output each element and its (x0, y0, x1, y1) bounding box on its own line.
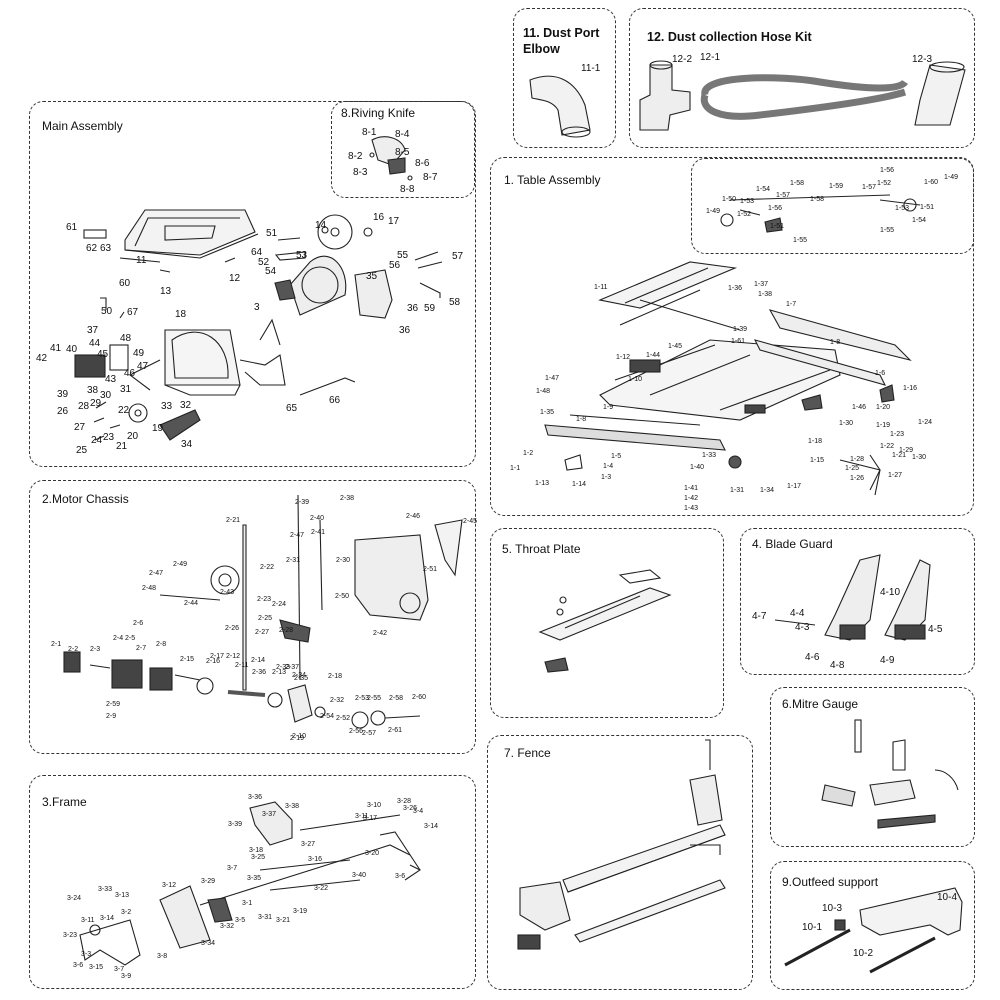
dust-port-title-line2: Elbow (523, 42, 560, 56)
fence-panel (487, 735, 753, 990)
hose-kit-panel (629, 8, 975, 148)
main-assembly-panel (29, 101, 476, 467)
dust-port-panel (513, 8, 616, 148)
throat-plate-panel (490, 528, 724, 718)
dust-port-title-line1: 11. Dust Port (523, 26, 600, 40)
outfeed-panel (770, 861, 975, 990)
main-assembly-title: Main Assembly (42, 119, 123, 133)
fence-title: 7. Fence (504, 746, 551, 760)
outfeed-title: 9.Outfeed support (782, 875, 879, 889)
mitre-gauge-panel (770, 687, 975, 847)
throat-plate-title: 5. Throat Plate (502, 542, 581, 556)
table-assembly-title: 1. Table Assembly (504, 173, 601, 187)
motor-chassis-title: 2.Motor Chassis (42, 492, 129, 506)
frame-title: 3.Frame (42, 795, 87, 809)
blade-guard-panel (740, 528, 975, 675)
riving-knife-title: 8.Riving Knife (341, 106, 416, 120)
riving-knife-panel (331, 101, 475, 198)
frame-panel (29, 775, 476, 989)
blade-guard-title: 4. Blade Guard (752, 537, 833, 551)
mitre-gauge-title: 6.Mitre Gauge (782, 697, 859, 711)
table-subpanel (691, 158, 974, 254)
hose-kit-title: 12. Dust collection Hose Kit (647, 30, 812, 44)
table-assembly-panel (490, 157, 974, 516)
motor-chassis-panel (29, 480, 476, 754)
